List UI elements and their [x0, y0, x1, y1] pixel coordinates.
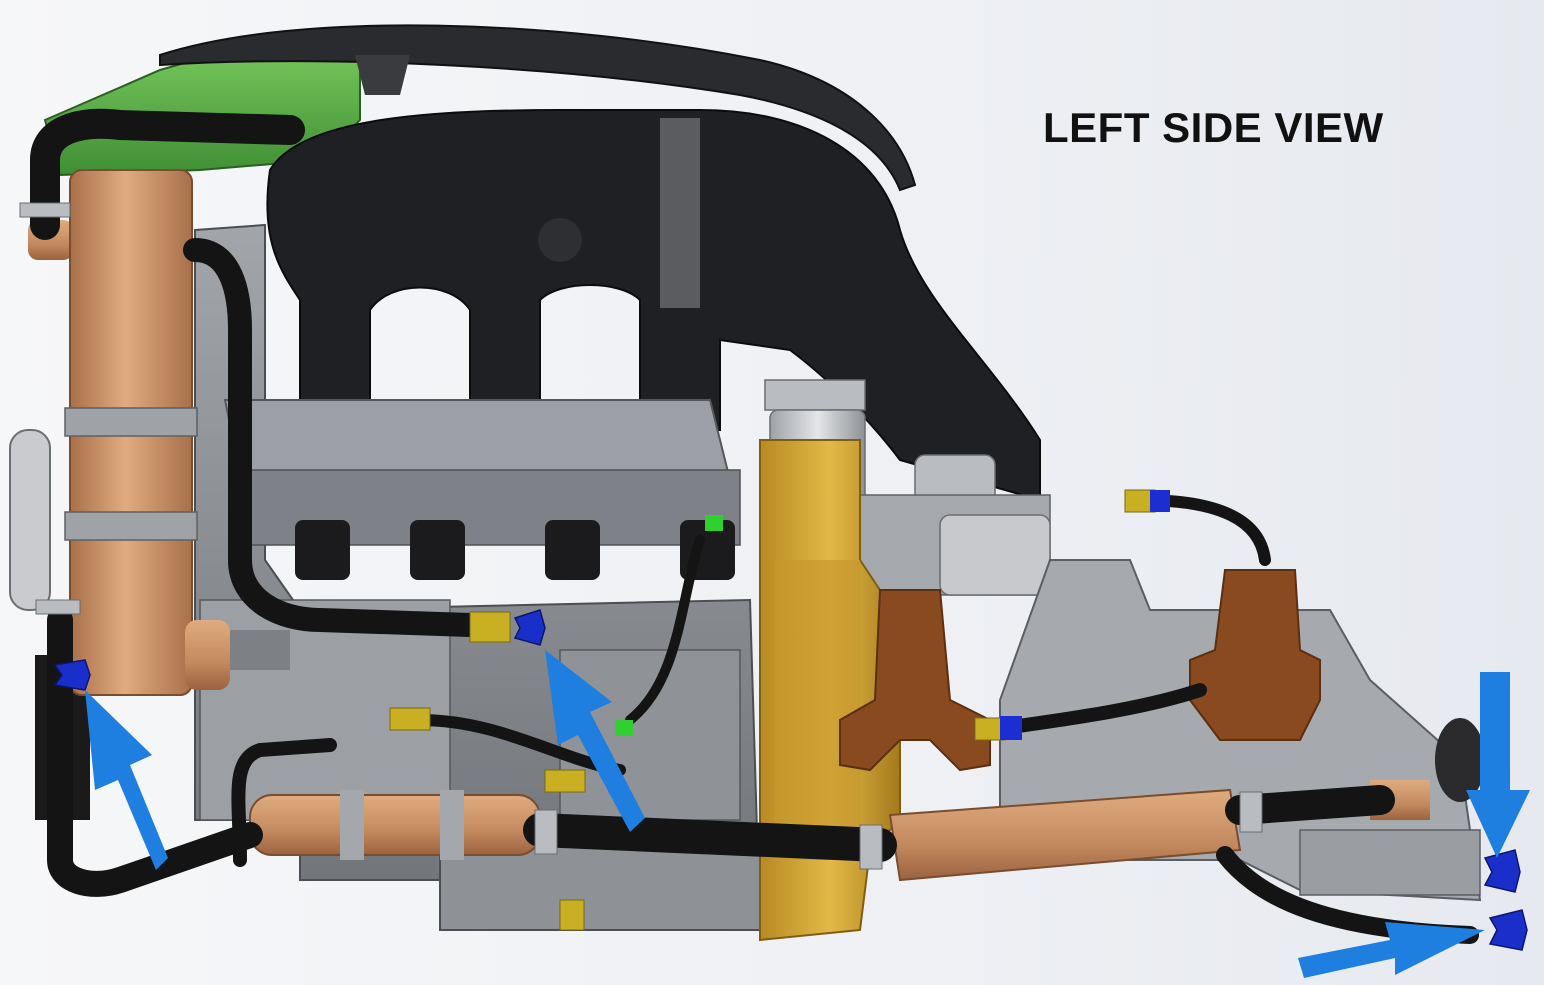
view-title: LEFT SIDE VIEW: [1043, 104, 1384, 151]
callout-arrow-upper-right-drain: [1466, 672, 1530, 858]
intake-manifold: [266, 109, 1041, 502]
engine-mount-rear: [1189, 569, 1321, 741]
green-markers: [615, 515, 723, 736]
starter-motor: [859, 454, 1051, 596]
engine-mount-front: [839, 589, 991, 772]
hose-clamps: [19, 202, 1263, 870]
brass-fittings: [389, 489, 1156, 931]
callout-arrow-heat-exchanger-drain: [85, 690, 168, 870]
engine-cover: [159, 24, 917, 192]
heat-exchanger: [28, 169, 230, 696]
coolant-hoses: [30, 108, 1479, 944]
fuel-cooler: [249, 790, 541, 860]
callout-arrow-lower-right-drain: [1298, 922, 1485, 978]
valve-cover: [223, 399, 741, 580]
drain-valve-lower-right: [1488, 909, 1528, 951]
drain-valve-upper-right: [1483, 849, 1521, 893]
blue-collars: [1000, 490, 1170, 740]
bellhousing: [759, 439, 901, 942]
callout-arrow-block-drain: [545, 650, 645, 832]
drain-valve-block: [513, 609, 546, 646]
